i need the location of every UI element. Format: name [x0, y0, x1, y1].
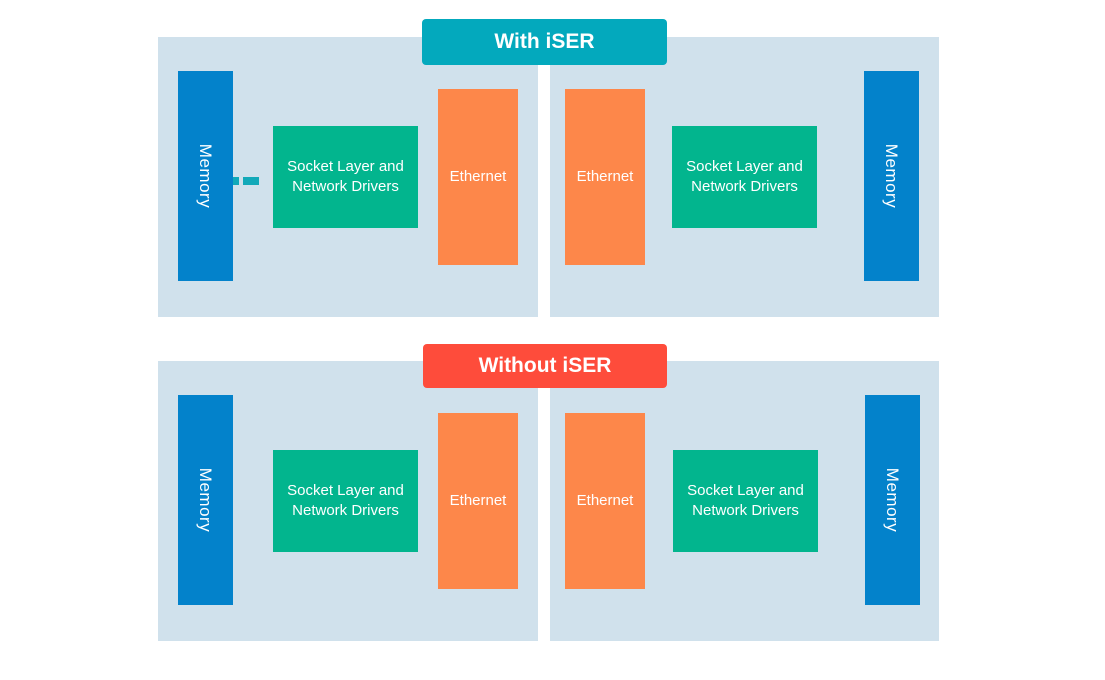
without-iser-right-memory: Memory — [865, 395, 920, 605]
with-iser-right-memory: Memory — [864, 71, 919, 281]
with-iser-memory-connector-dash — [243, 177, 259, 185]
with-iser-left-socket-layer: Socket Layer and Network Drivers — [273, 126, 418, 228]
with-iser-right-socket-layer: Socket Layer and Network Drivers — [672, 126, 817, 228]
without-iser-title: Without iSER — [423, 344, 667, 388]
without-iser-left-ethernet: Ethernet — [438, 413, 518, 589]
with-iser-title: With iSER — [422, 19, 667, 65]
with-iser-left-memory: Memory — [178, 71, 233, 281]
without-iser-left-memory: Memory — [178, 395, 233, 605]
with-iser-right-ethernet: Ethernet — [565, 89, 645, 265]
memory-label: Memory — [196, 143, 216, 209]
memory-label: Memory — [882, 143, 902, 209]
memory-label: Memory — [883, 467, 903, 533]
without-iser-right-ethernet: Ethernet — [565, 413, 645, 589]
without-iser-right-socket-layer: Socket Layer and Network Drivers — [673, 450, 818, 552]
with-iser-left-ethernet: Ethernet — [438, 89, 518, 265]
with-iser-memory-connector — [233, 177, 239, 185]
memory-label: Memory — [196, 467, 216, 533]
without-iser-left-socket-layer: Socket Layer and Network Drivers — [273, 450, 418, 552]
